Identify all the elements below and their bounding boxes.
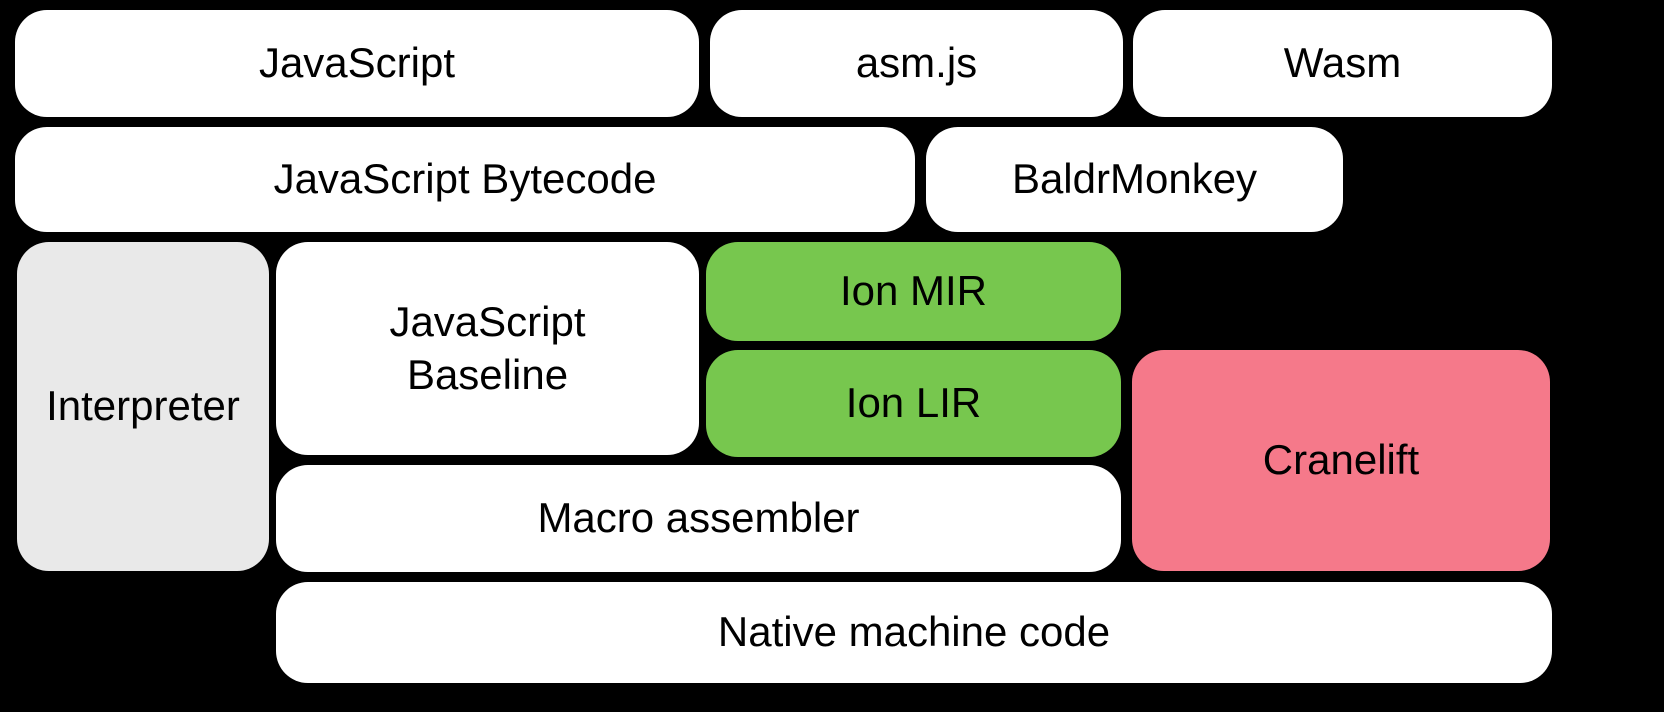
node-javascript: JavaScript <box>15 10 699 117</box>
node-ion-lir: Ion LIR <box>706 350 1121 457</box>
node-javascript-baseline: JavaScript Baseline <box>276 242 699 455</box>
node-baldrmonkey: BaldrMonkey <box>926 127 1343 232</box>
node-macro-assembler: Macro assembler <box>276 465 1121 572</box>
node-asm-js: asm.js <box>710 10 1123 117</box>
node-ion-mir: Ion MIR <box>706 242 1121 341</box>
node-javascript-bytecode: JavaScript Bytecode <box>15 127 915 232</box>
node-wasm: Wasm <box>1133 10 1552 117</box>
node-interpreter: Interpreter <box>17 242 269 571</box>
node-native-machine-code: Native machine code <box>276 582 1552 683</box>
node-cranelift: Cranelift <box>1132 350 1550 571</box>
